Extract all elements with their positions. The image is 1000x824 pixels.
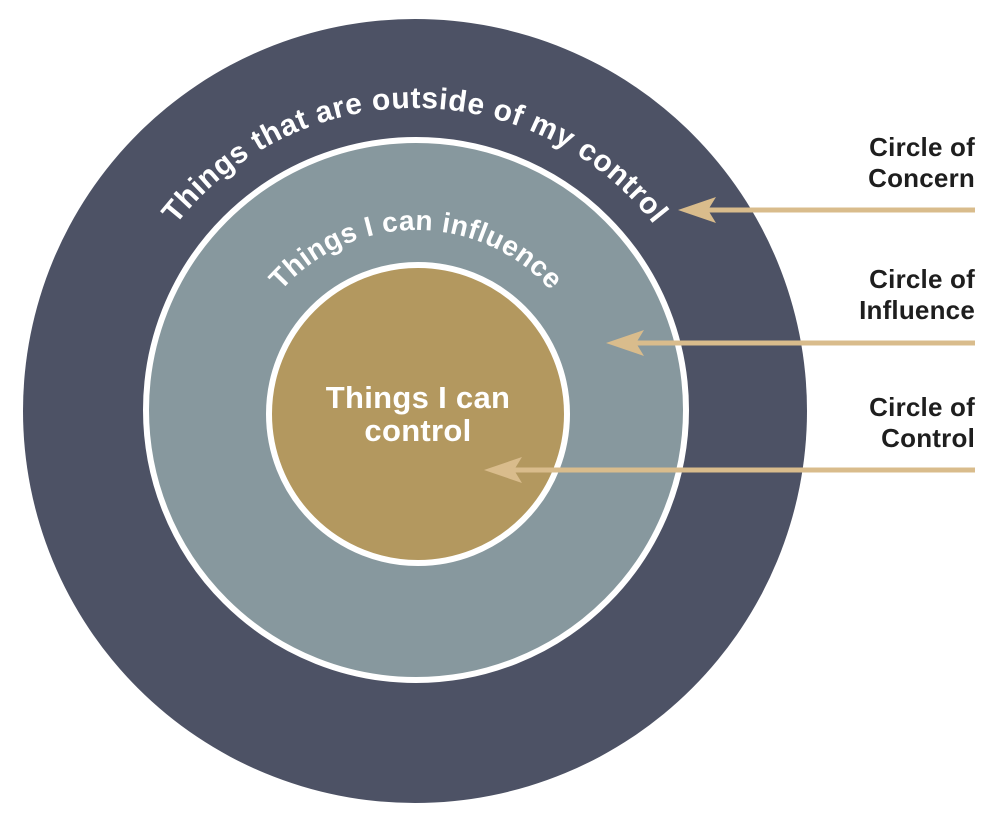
inner-circle-label-line1: Things I can — [326, 380, 510, 415]
legend-influence-line1: Circle of — [869, 264, 975, 294]
legend-influence-line2: Influence — [859, 295, 975, 325]
influence-arrowhead-icon — [606, 330, 644, 356]
concern-arrow — [678, 197, 975, 223]
legend-control-line2: Control — [881, 423, 975, 453]
concern-arrowhead-icon — [678, 197, 716, 223]
control-arrow — [484, 457, 975, 483]
legend-concern-line2: Concern — [868, 163, 975, 193]
inner-circle-label-line2: control — [364, 413, 471, 448]
legend-circle-of-control: Circle of Control — [869, 392, 975, 454]
legend-control-line1: Circle of — [869, 392, 975, 422]
circle-of-control-ring — [266, 262, 570, 566]
legend-circle-of-concern: Circle of Concern — [868, 132, 975, 194]
legend-circle-of-influence: Circle of Influence — [859, 264, 975, 326]
legend-concern-line1: Circle of — [869, 132, 975, 162]
influence-arrow — [606, 330, 975, 356]
control-arrowhead-icon — [484, 457, 522, 483]
